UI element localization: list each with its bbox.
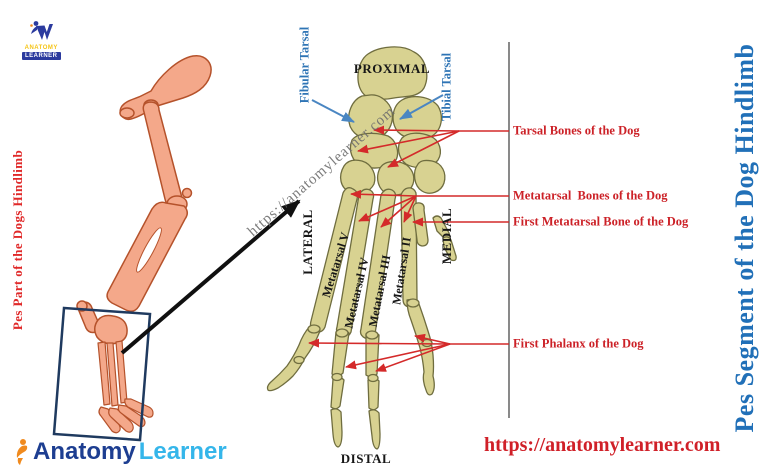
tarsus-cluster-small	[94, 314, 128, 345]
annotation-first-phalanx: First Phalanx of the Dog	[513, 336, 644, 351]
bottom-logo-word-anatomy: Anatomy	[33, 438, 136, 465]
digit-iii-joint-2	[367, 373, 379, 383]
distal-tarsal-3	[413, 159, 446, 194]
orientation-medial: MEDIAL	[439, 207, 454, 265]
hindlimb-overview-illustration	[76, 55, 212, 434]
calcaneus-tuber	[357, 46, 428, 100]
metatarsus-small-1	[97, 341, 111, 406]
digit-iii-p2	[367, 377, 380, 411]
pelvis-bone	[119, 55, 212, 121]
right-page-title: Pes Segment of the Dog Hindlimb	[730, 43, 759, 433]
anatomylearner-mark-icon	[30, 21, 54, 40]
annotation-first-metatarsal: First Metatarsal Bone of the Dog	[513, 214, 689, 229]
phalanx-arrow-3	[375, 343, 451, 372]
pes-bones-illustration	[266, 46, 457, 450]
femur-bone	[142, 101, 183, 208]
blue-leader-arrows	[311, 94, 444, 123]
annotation-tarsal-bones: Tarsal Bones of the Dog	[513, 123, 640, 138]
toe-small-3	[117, 404, 146, 428]
tibial-tarsal-arrow	[399, 94, 444, 120]
phalanx-arrow-2	[345, 343, 451, 370]
digit-v-phalanges	[266, 324, 321, 392]
tarsal-arrow-2	[357, 130, 460, 154]
distal-tarsal-1	[339, 159, 376, 195]
tarsal-arrow-1	[373, 125, 460, 135]
fibular-tarsal-label: Fibular Tarsal	[297, 26, 312, 104]
red-leader-arrows	[308, 125, 509, 372]
tarsal-arrow-3	[387, 130, 460, 168]
phalanx-arrow-4	[414, 333, 451, 345]
digit-iv-joint-2	[331, 372, 343, 382]
digit-iv-claw	[330, 408, 343, 448]
anatomylearner-figure-icon	[16, 439, 28, 465]
left-page-title: Pes Part of the Dogs Hindlimb	[10, 149, 25, 331]
digit-ii-phalanges	[406, 298, 435, 396]
digit-v-joint-1	[307, 324, 321, 334]
top-logo-word-learner: LEARNER	[22, 52, 61, 60]
digit-v-joint-2	[293, 355, 305, 365]
orientation-lateral: LATERAL	[300, 209, 315, 275]
patella	[181, 187, 193, 199]
magnify-arrow	[120, 199, 301, 355]
ischium-knob	[119, 107, 135, 119]
interosseous-space	[136, 227, 162, 273]
toe-small-4	[124, 398, 154, 418]
metatarsal-arrow-4	[403, 195, 417, 223]
pes-highlight-rectangle	[52, 306, 152, 442]
digit-ii-joint-2	[421, 338, 433, 348]
dewclaw-bone-2	[442, 236, 457, 262]
digit-iii-joint-1	[365, 330, 379, 340]
phalanx-arrow-1	[308, 338, 451, 348]
top-logo: ANATOMY LEARNER	[22, 20, 61, 60]
orientation-proximal: PROXIMAL	[353, 61, 431, 76]
metatarsal-arrow-2	[358, 195, 417, 222]
tibial-tarsal-label: Tibial Tarsal	[439, 52, 454, 122]
digit-ii-joint-1	[406, 298, 420, 308]
metatarsal-arrow-3	[380, 195, 417, 228]
fibular-tarsal-arrow	[311, 99, 355, 123]
digit-iv-joint-1	[335, 328, 349, 338]
top-logo-word-anatomy: ANATOMY	[24, 45, 58, 51]
digit-iv-p2	[330, 376, 345, 410]
toe-small-2	[108, 407, 134, 433]
footer-url-link[interactable]: https://anatomylearner.com	[484, 434, 721, 456]
digit-iii-claw	[368, 409, 381, 450]
bottom-logo-word-learner: Learner	[138, 438, 227, 465]
metatarsal-arrow-1	[350, 189, 417, 199]
annotation-metatarsal-bones: Metatarsal Bones of the Dog	[513, 188, 668, 203]
metatarsus-small-2	[106, 342, 119, 407]
orientation-distal: DISTAL	[340, 451, 392, 466]
